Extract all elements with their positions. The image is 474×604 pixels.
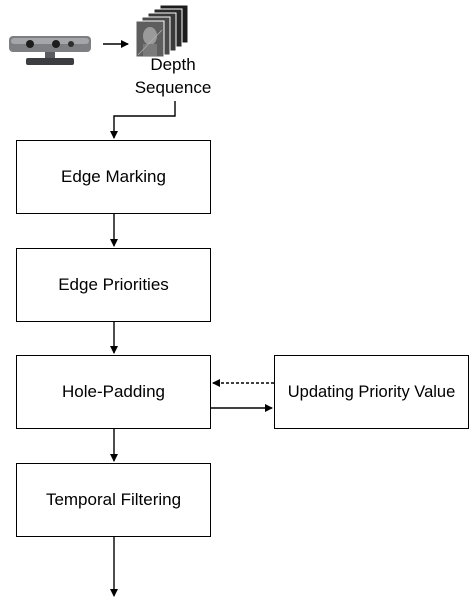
step-edge-marking-label: Edge Marking [61, 167, 166, 186]
step-hole-padding: Hole-Padding [16, 355, 211, 429]
step-updating-priority-value: Updating Priority Value [274, 355, 469, 429]
depth-sequence-caption: Depth Sequence [118, 53, 228, 99]
step-edge-marking: Edge Marking [16, 140, 211, 214]
step-edge-priorities-label: Edge Priorities [58, 275, 169, 294]
step-temporal-filtering: Temporal Filtering [16, 463, 211, 537]
step-temporal-filtering-label: Temporal Filtering [45, 490, 182, 509]
depth-frames-icon [135, 4, 189, 58]
depth-caption-line1: Depth [150, 55, 196, 74]
depth-caption-line2: Sequence [134, 78, 212, 97]
step-updating-priority-value-label: Updating Priority Value [287, 382, 456, 401]
step-edge-priorities: Edge Priorities [16, 248, 211, 322]
step-hole-padding-label: Hole-Padding [61, 382, 165, 401]
depth-camera-icon [9, 36, 91, 65]
arrow-sequence-to-edge-marking [110, 101, 176, 139]
